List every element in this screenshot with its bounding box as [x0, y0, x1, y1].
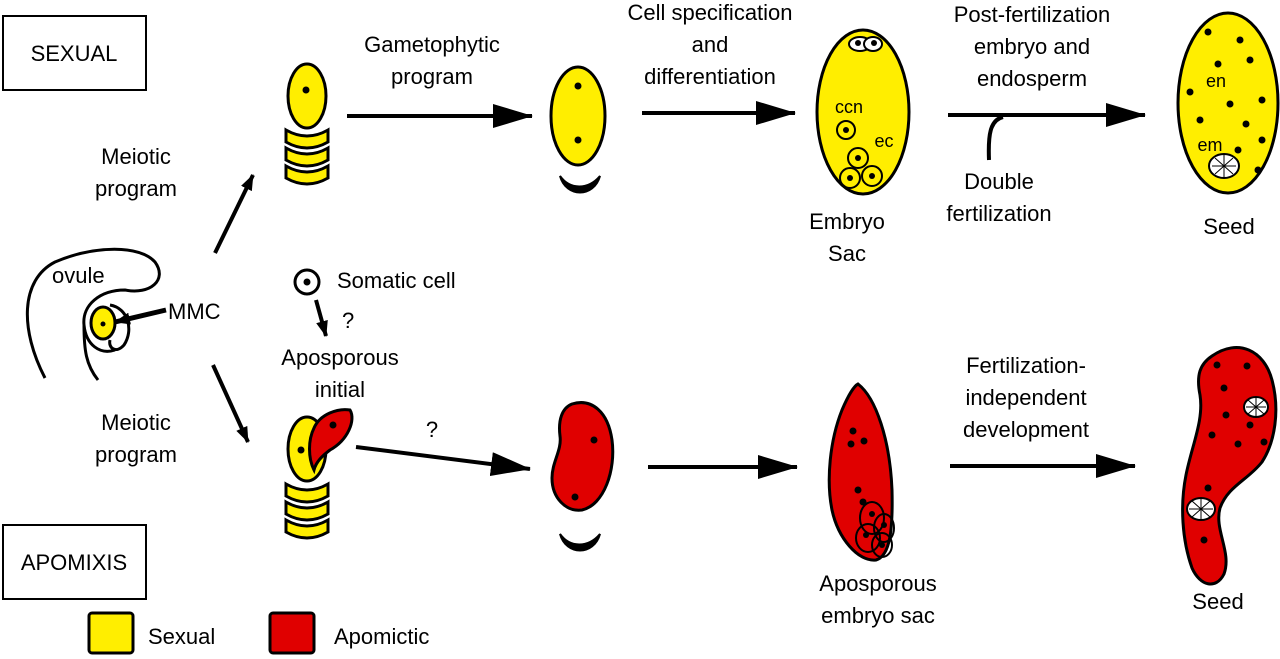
ccn-label: ccn — [835, 97, 863, 117]
legend: Sexual Apomictic — [87, 611, 429, 655]
somatic-arrow — [314, 299, 328, 337]
postfert-label-1: Post-fertilization — [954, 2, 1111, 27]
question-mark-2: ? — [426, 417, 438, 442]
mmc-arrow — [114, 307, 167, 325]
double-fert-label-2: fertilization — [946, 201, 1051, 226]
double-fert-label-1: Double — [964, 169, 1034, 194]
fertind-label-1: Fertilization- — [966, 353, 1086, 378]
apo-sac-label-1: Aposporous — [819, 571, 936, 596]
double-fert-branch — [986, 115, 1004, 161]
meiotic-arrow-bottom — [211, 364, 250, 443]
seed-top-label: Seed — [1203, 214, 1254, 239]
sexual-label: SEXUAL — [31, 41, 118, 66]
aposporous-initial-cell — [308, 408, 354, 475]
meiotic-arrow-top — [213, 174, 255, 254]
apomixis-label: APOMIXIS — [21, 550, 127, 575]
tetrad-top — [284, 62, 330, 186]
seed-bottom — [1181, 346, 1278, 586]
em-label: em — [1197, 135, 1222, 155]
legend-apomictic-swatch — [268, 611, 316, 655]
somatic-cell — [293, 268, 321, 296]
cellspec-label-2: and — [692, 32, 729, 57]
megaspore-top — [549, 65, 607, 194]
fertind-label-2: independent — [965, 385, 1086, 410]
legend-apomictic-label: Apomictic — [334, 624, 429, 649]
meiotic-bottom-label-2: program — [95, 442, 177, 467]
aposporous-embryo-sac — [827, 382, 895, 562]
apo-sac-label-2: embryo sac — [821, 603, 935, 628]
gametophytic-label-2: program — [391, 64, 473, 89]
en-label: en — [1206, 71, 1226, 91]
postfert-label-2: embryo and — [974, 34, 1090, 59]
cellspec-label-3: differentiation — [644, 64, 776, 89]
embryo-sac-top — [815, 28, 911, 196]
legend-sexual-swatch — [87, 611, 135, 655]
meiotic-top-label-1: Meiotic — [101, 144, 171, 169]
embryo-sac-label-1: Embryo — [809, 209, 885, 234]
sexual-box — [2, 15, 147, 91]
fertind-label-3: development — [963, 417, 1089, 442]
meiotic-top-label-2: program — [95, 176, 177, 201]
cellspec-label-1: Cell specification — [627, 0, 792, 25]
ovule-label: ovule — [52, 263, 105, 288]
aposporous-initial-label-1: Aposporous — [281, 345, 398, 370]
postfert-label-3: endosperm — [977, 66, 1087, 91]
tetrad-bottom — [284, 408, 354, 540]
question-mark-1: ? — [342, 308, 354, 333]
ec-label: ec — [874, 131, 893, 151]
meiotic-bottom-label-1: Meiotic — [101, 410, 171, 435]
gametophytic-label-1: Gametophytic — [364, 32, 500, 57]
mmc-label: MMC — [168, 299, 221, 324]
somatic-cell-label: Somatic cell — [337, 268, 456, 293]
embryo-sac-label-2: Sac — [828, 241, 866, 266]
megaspore-bottom — [550, 401, 615, 552]
seed-bottom-label: Seed — [1192, 589, 1243, 614]
aposporous-arrow — [355, 445, 531, 477]
legend-sexual-label: Sexual — [148, 624, 215, 649]
seed-top — [1176, 11, 1280, 195]
aposporous-initial-label-2: initial — [315, 377, 365, 402]
apomixis-box — [2, 524, 147, 600]
